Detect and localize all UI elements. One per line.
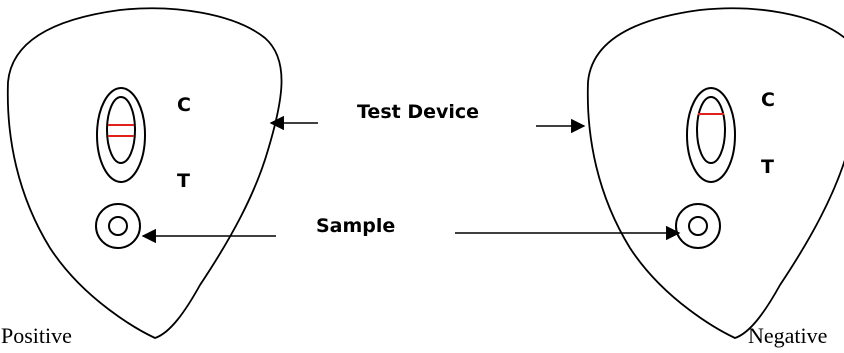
negative-device-outline <box>586 7 844 339</box>
negative-result-window-outer <box>686 87 736 183</box>
negative-control-label: C <box>761 89 775 111</box>
negative-sample-well-inner <box>688 216 708 236</box>
positive-control-label: C <box>177 94 191 116</box>
negative-test-device <box>586 7 844 339</box>
negative-caption: Negative <box>748 323 828 348</box>
positive-device-outline <box>6 7 283 339</box>
positive-test-label: T <box>177 170 190 192</box>
positive-test-device <box>6 7 283 339</box>
sample-label: Sample <box>316 215 396 237</box>
test-device-label: Test Device <box>357 101 480 123</box>
negative-sample-well-outer <box>675 203 721 249</box>
positive-result-window-inner <box>106 96 136 164</box>
negative-result-window-inner <box>696 96 726 164</box>
positive-caption: Positive <box>1 323 72 348</box>
negative-test-label: T <box>761 156 774 178</box>
positive-sample-well-outer <box>95 203 141 249</box>
positive-result-window-outer <box>96 87 146 183</box>
positive-sample-well-inner <box>108 216 128 236</box>
